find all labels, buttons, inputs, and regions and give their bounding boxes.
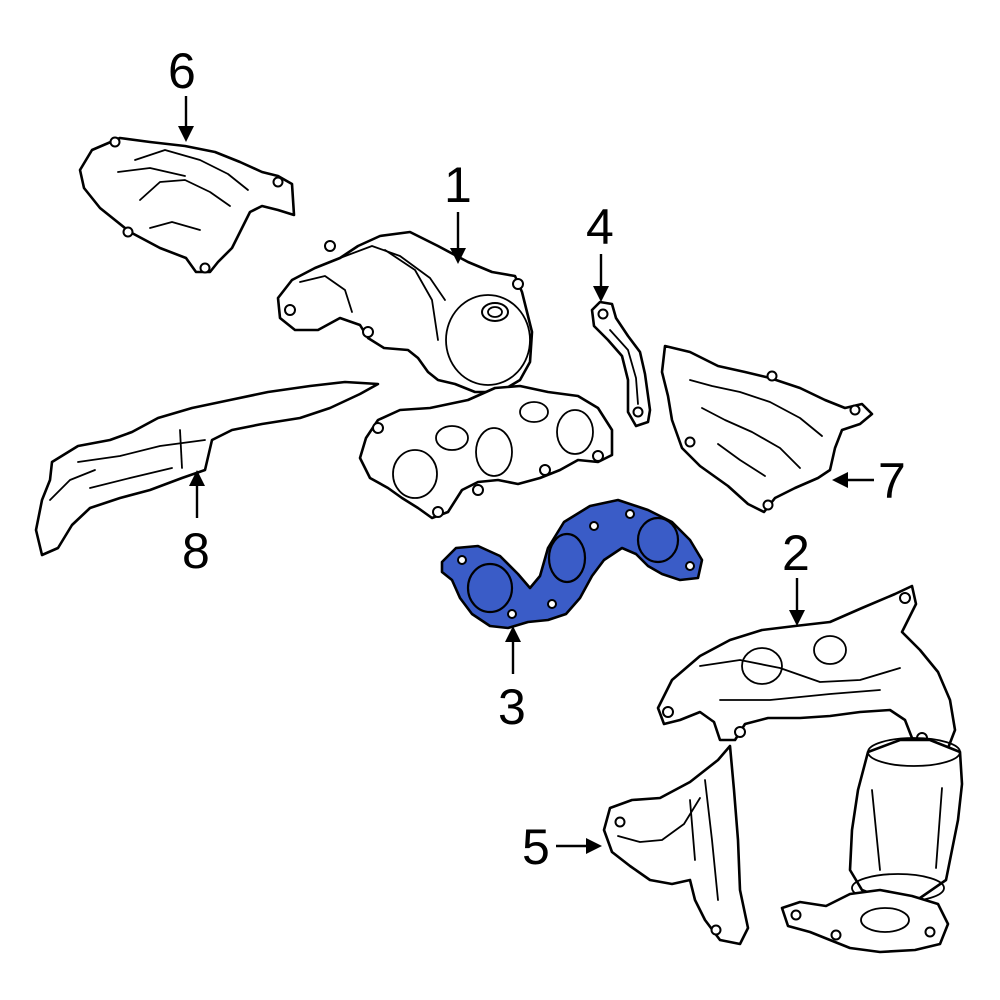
callout-6-arrowhead	[178, 126, 194, 142]
part-4-bracket[interactable]	[590, 300, 652, 428]
callout-1-arrowhead	[450, 248, 466, 264]
callout-3: 3	[498, 626, 526, 735]
callout-6: 6	[168, 43, 196, 142]
callout-4: 4	[586, 199, 614, 302]
callout-6-number: 6	[168, 43, 196, 99]
callout-7-number: 7	[878, 453, 906, 509]
part-2-manifold-converter[interactable]	[656, 584, 964, 954]
callout-4-arrowhead	[593, 286, 609, 302]
callout-8: 8	[182, 470, 210, 579]
part-7-heat-shield[interactable]	[660, 344, 874, 514]
part-1-exhaust-manifold[interactable]	[276, 230, 614, 520]
callout-8-arrowhead	[189, 470, 205, 486]
callout-1-number: 1	[444, 157, 472, 213]
callout-2-arrowhead	[789, 610, 805, 626]
part-5-heat-shield[interactable]	[602, 744, 750, 946]
callout-1: 1	[444, 157, 472, 264]
callout-3-number: 3	[498, 679, 526, 735]
callout-7-arrowhead	[832, 472, 848, 488]
callout-8-number: 8	[182, 523, 210, 579]
callout-7: 7	[832, 453, 906, 509]
part-8-heat-shield[interactable]	[34, 380, 380, 557]
callout-3-arrowhead	[505, 626, 521, 642]
part-6-heat-shield[interactable]	[78, 136, 296, 274]
callout-5-number: 5	[522, 819, 550, 875]
callout-4-number: 4	[586, 199, 614, 255]
part-3-gasket[interactable]	[440, 498, 704, 630]
callout-5-arrowhead	[586, 838, 602, 854]
callout-2-number: 2	[782, 525, 810, 581]
callout-2: 2	[782, 525, 810, 626]
callout-5: 5	[522, 819, 602, 875]
